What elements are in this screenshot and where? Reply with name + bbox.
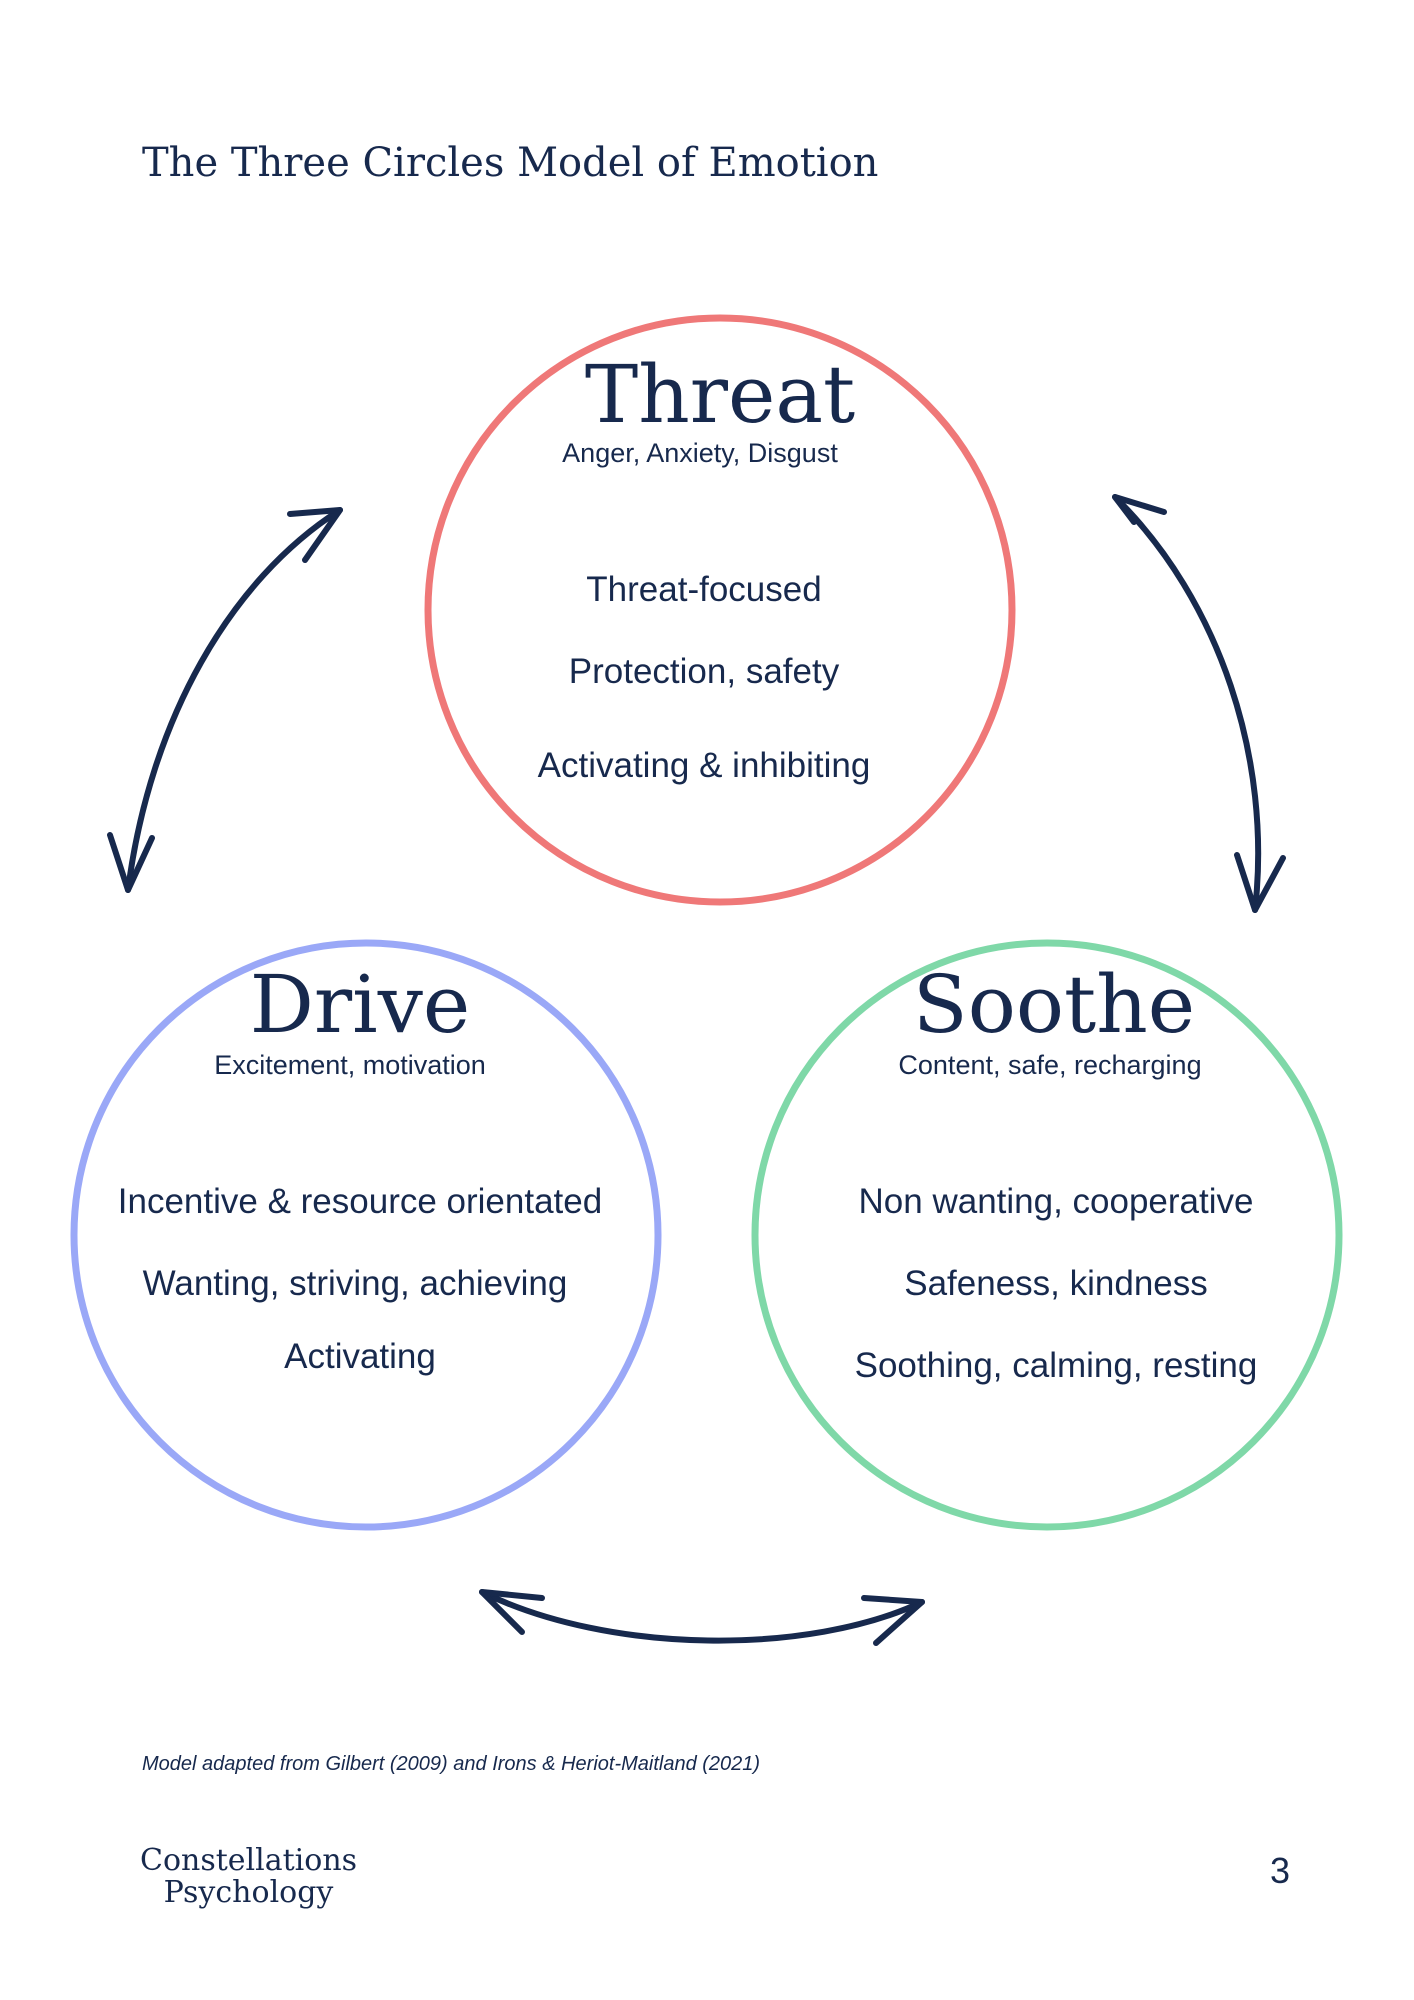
threat-emotions: Anger, Anxiety, Disgust bbox=[562, 438, 838, 468]
logo-line-1: Constellations bbox=[140, 1843, 358, 1878]
drive-line-2: Wanting, striving, achieving bbox=[142, 1264, 568, 1303]
arrow-threat-soothe bbox=[1112, 494, 1286, 913]
page-title: The Three Circles Model of Emotion bbox=[142, 140, 879, 186]
drive-title: Drive bbox=[249, 958, 471, 1051]
arrow-drive-threat bbox=[107, 507, 343, 893]
soothe-line-3: Soothing, calming, resting bbox=[854, 1346, 1258, 1385]
threat-line-2: Protection, safety bbox=[568, 652, 840, 691]
soothe-emotions: Content, safe, recharging bbox=[898, 1050, 1202, 1080]
threat-circle bbox=[424, 314, 1016, 906]
soothe-title: Soothe bbox=[912, 958, 1196, 1051]
drive-circle bbox=[70, 939, 662, 1531]
citation-footnote: Model adapted from Gilbert (2009) and Ir… bbox=[142, 1753, 761, 1775]
brand-logo: Constellations Psychology bbox=[140, 1845, 357, 1908]
soothe-line-1: Non wanting, cooperative bbox=[858, 1182, 1254, 1221]
threat-line-1: Threat-focused bbox=[586, 570, 822, 609]
arrow-drive-soothe bbox=[479, 1589, 925, 1646]
page-number: 3 bbox=[1270, 1850, 1291, 1891]
drive-emotions: Excitement, motivation bbox=[214, 1050, 486, 1080]
drive-line-1: Incentive & resource orientated bbox=[117, 1182, 603, 1221]
drive-line-3: Activating bbox=[284, 1337, 436, 1376]
logo-line-2: Psychology bbox=[163, 1874, 334, 1910]
soothe-line-2: Safeness, kindness bbox=[904, 1264, 1208, 1303]
threat-title: Threat bbox=[584, 348, 856, 441]
soothe-circle bbox=[751, 939, 1343, 1531]
threat-line-3: Activating & inhibiting bbox=[537, 746, 871, 785]
